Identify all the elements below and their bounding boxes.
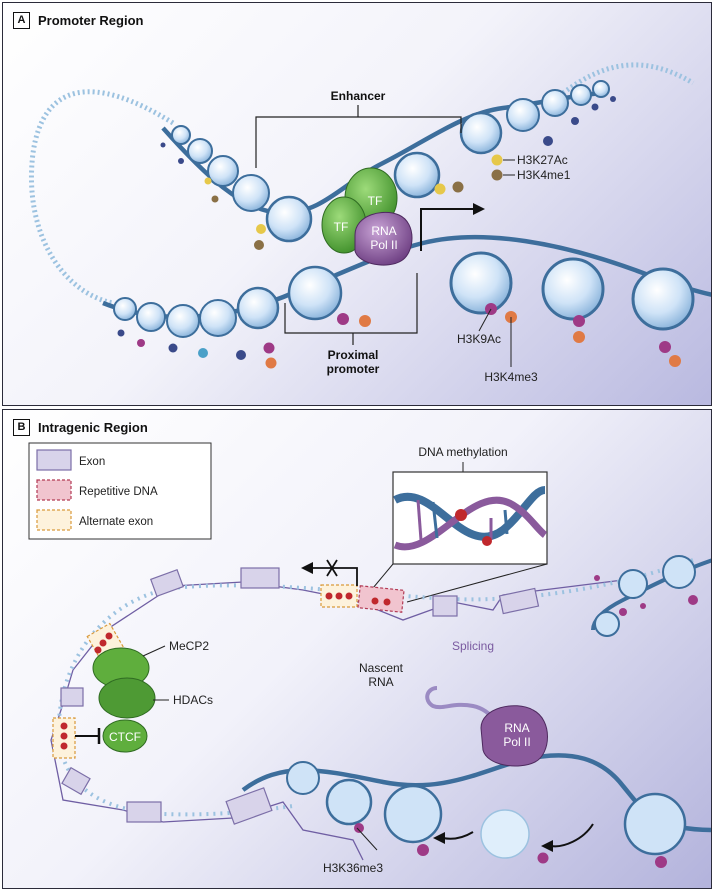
nucleosome — [166, 304, 200, 338]
exon — [61, 766, 91, 796]
nucleosome — [541, 89, 569, 117]
exon — [498, 587, 540, 615]
panel-b-title: Intragenic Region — [38, 420, 148, 435]
nucleosome — [570, 84, 592, 106]
legend-swatch-alternate — [36, 509, 72, 531]
nucleosome — [383, 784, 443, 844]
exon — [126, 801, 162, 823]
nucleosome — [171, 125, 191, 145]
tf-label-upper: TF — [368, 194, 383, 208]
nucleosome-move-arrow-1 — [550, 823, 594, 848]
h3k4me3-label: H3K4me3 — [484, 370, 538, 384]
h3k27ac-label: H3K27Ac — [517, 153, 568, 167]
panel-a-title: Promoter Region — [38, 13, 144, 28]
nucleosome — [236, 286, 280, 330]
exon — [240, 567, 280, 589]
nucleosome — [287, 265, 343, 321]
panel-b-heading: B Intragenic Region — [13, 419, 148, 436]
nucleosome-group-upper — [171, 80, 610, 243]
panel-b-badge: B — [13, 419, 30, 436]
nucleosome — [325, 778, 373, 826]
methyl-group — [455, 509, 467, 521]
nucleosome — [541, 257, 605, 321]
nucleosome — [136, 302, 166, 332]
legend-swatch-repetitive — [36, 479, 72, 501]
legend: Exon Repetitive DNA Alternate exon — [28, 442, 212, 540]
panel-b-intragenic-region: B Intragenic Region Exon Repetitive DNA … — [2, 409, 712, 889]
histone-marks-upper-left — [160, 142, 266, 250]
nascent-label-1: Nascent — [359, 661, 404, 675]
nucleosome — [207, 155, 239, 187]
h3k36me3-label: H3K36me3 — [323, 861, 383, 875]
nucleosome — [618, 569, 648, 599]
nucleosome — [594, 611, 620, 637]
pol-a-line1: RNA — [371, 224, 396, 238]
ctcf-label: CTCF — [109, 730, 141, 744]
rna-pol-ii-a: RNA Pol II — [354, 211, 413, 266]
nucleosome — [265, 195, 313, 243]
nucleosome — [113, 297, 137, 321]
double-helix-strand-2 — [393, 496, 548, 551]
dna-methylation-label: DNA methylation — [418, 445, 507, 459]
beaded-dna-strand-left — [29, 89, 175, 306]
nucleosome — [286, 761, 320, 795]
nucleosome — [623, 792, 687, 856]
nucleosome — [662, 555, 696, 589]
exon — [149, 568, 185, 598]
repetitive-dna — [357, 585, 405, 613]
methyl-group — [482, 536, 492, 546]
exon — [432, 595, 458, 617]
splicing-label: Splicing — [452, 639, 494, 653]
beaded-dna-strand-right — [561, 62, 695, 96]
nucleosome — [631, 267, 695, 331]
enhancer-label: Enhancer — [331, 89, 386, 103]
rna-pol-ii-b: RNA Pol II — [480, 705, 548, 767]
h3k9ac-label: H3K9Ac — [457, 332, 501, 346]
nucleosome — [187, 138, 213, 164]
histone-marks-upper-right — [434, 96, 616, 195]
nucleosome-move-arrow-2 — [442, 831, 474, 840]
pol-b-line1: RNA — [504, 721, 529, 735]
nucleosome — [449, 251, 513, 315]
panel-a-badge: A — [13, 12, 30, 29]
nucleosome — [199, 299, 237, 337]
blocked-transcription-arrow — [313, 567, 358, 586]
mecp2-label: MeCP2 — [169, 639, 209, 653]
nucleosome — [393, 151, 441, 199]
exon — [225, 787, 273, 825]
pol-a-line2: Pol II — [370, 238, 397, 252]
histone-marks-lower-right — [337, 303, 681, 367]
proximal-promoter-bracket — [284, 273, 418, 334]
panel-a-diagram: Enhancer TF TF RNA Pol II Proximal promo… — [29, 62, 711, 384]
exon — [60, 687, 84, 707]
panel-a-promoter-region: A Promoter Region — [2, 2, 712, 406]
nucleosome — [592, 80, 610, 98]
histone-marks-lower-left — [117, 329, 277, 369]
h3k4me1-label: H3K4me1 — [517, 168, 571, 182]
ctcf-protein: CTCF — [75, 719, 148, 753]
legend-swatch-exon — [36, 449, 72, 471]
legend-label-repetitive: Repetitive DNA — [79, 486, 158, 498]
pol-b-line2: Pol II — [503, 735, 530, 749]
nucleosome — [459, 111, 503, 155]
dna-methylation-inset: DNA methylation — [362, 445, 548, 603]
panel-b-diagram: Exon Repetitive DNA Alternate exon DNA m… — [28, 442, 711, 875]
hdacs-label: HDACs — [173, 693, 213, 707]
transcription-start-arrow — [420, 208, 473, 251]
nucleosome-group-lower — [113, 251, 695, 338]
nucleosome — [232, 174, 270, 212]
nucleosome-evicted — [480, 809, 530, 859]
legend-label-exon: Exon — [79, 456, 105, 468]
proximal-label-2: promoter — [327, 362, 380, 376]
nucleosome — [506, 98, 540, 132]
arrow-head — [473, 203, 485, 215]
exon-boxes — [60, 567, 540, 825]
tf-label-lower: TF — [334, 220, 349, 234]
nascent-label-2: RNA — [368, 675, 393, 689]
panel-a-heading: A Promoter Region — [13, 12, 143, 29]
mecp2-hdacs-complex: MeCP2 HDACs — [92, 639, 213, 719]
proximal-label-1: Proximal — [328, 348, 379, 362]
legend-label-alternate: Alternate exon — [79, 516, 153, 528]
